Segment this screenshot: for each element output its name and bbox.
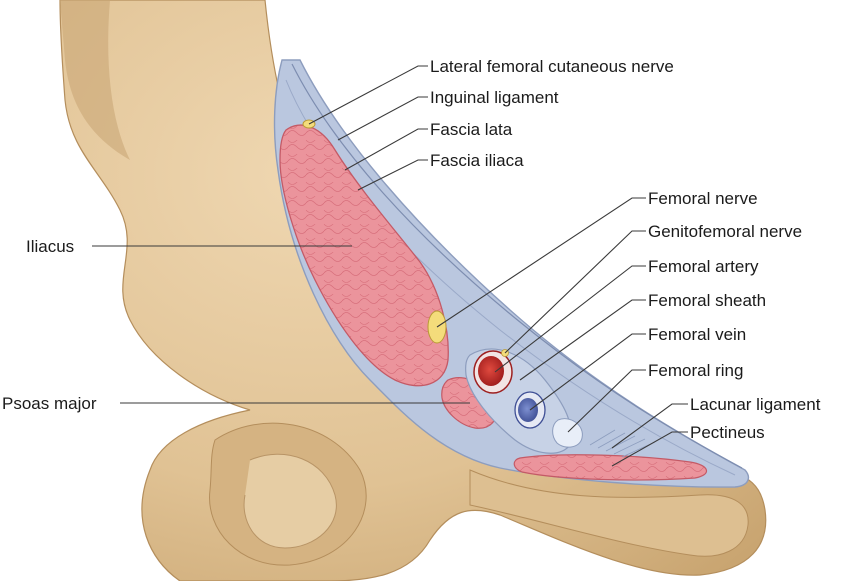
fascia-envelope xyxy=(273,59,750,488)
label-iliacus: Iliacus xyxy=(26,237,74,256)
pubic-ramus xyxy=(469,469,749,557)
label-fascia-iliaca: Fascia iliaca xyxy=(430,151,524,170)
leader-genitofemoral-nerve xyxy=(504,230,646,354)
leader-lines xyxy=(92,65,688,467)
leader-fascia-iliaca xyxy=(357,159,428,191)
leader-pectineus xyxy=(611,431,688,467)
label-inguinal-ligament: Inguinal ligament xyxy=(430,88,559,107)
femoral-vein-lumen xyxy=(518,398,538,422)
leader-femoral-nerve xyxy=(436,197,646,328)
label-femoral-ring: Femoral ring xyxy=(648,361,743,380)
label-psoas-major: Psoas major xyxy=(2,394,97,413)
label-femoral-nerve: Femoral nerve xyxy=(648,189,758,208)
femoral-artery-lumen xyxy=(478,356,504,386)
hip-bone xyxy=(59,0,767,581)
fascia-lata-line xyxy=(291,63,743,469)
label-lacunar-ligament: Lacunar ligament xyxy=(690,395,821,414)
pectineus-muscle xyxy=(513,454,707,481)
leader-lacunar-ligament xyxy=(611,403,688,449)
label-lateral-femoral-cutaneous-nerve: Lateral femoral cutaneous nerve xyxy=(430,57,674,76)
label-femoral-artery: Femoral artery xyxy=(648,257,759,276)
label-genitofemoral-nerve: Genitofemoral nerve xyxy=(648,222,802,241)
label-pectineus: Pectineus xyxy=(690,423,765,442)
leader-fascia-lata xyxy=(344,128,428,171)
acetabulum-rim xyxy=(243,453,337,549)
leader-lateral-femoral-cutaneous-nerve xyxy=(308,65,428,125)
labels: Lateral femoral cutaneous nerve Inguinal… xyxy=(2,57,821,442)
leader-inguinal-ligament xyxy=(337,96,428,141)
label-femoral-sheath: Femoral sheath xyxy=(648,291,766,310)
leader-femoral-ring xyxy=(567,369,646,433)
iliacus-muscle xyxy=(279,124,449,387)
label-femoral-vein: Femoral vein xyxy=(648,325,746,344)
leader-femoral-artery xyxy=(494,265,646,373)
leader-femoral-vein xyxy=(529,333,646,411)
label-fascia-lata: Fascia lata xyxy=(430,120,513,139)
leader-femoral-sheath xyxy=(519,299,646,381)
ilium-shadow xyxy=(60,0,130,160)
